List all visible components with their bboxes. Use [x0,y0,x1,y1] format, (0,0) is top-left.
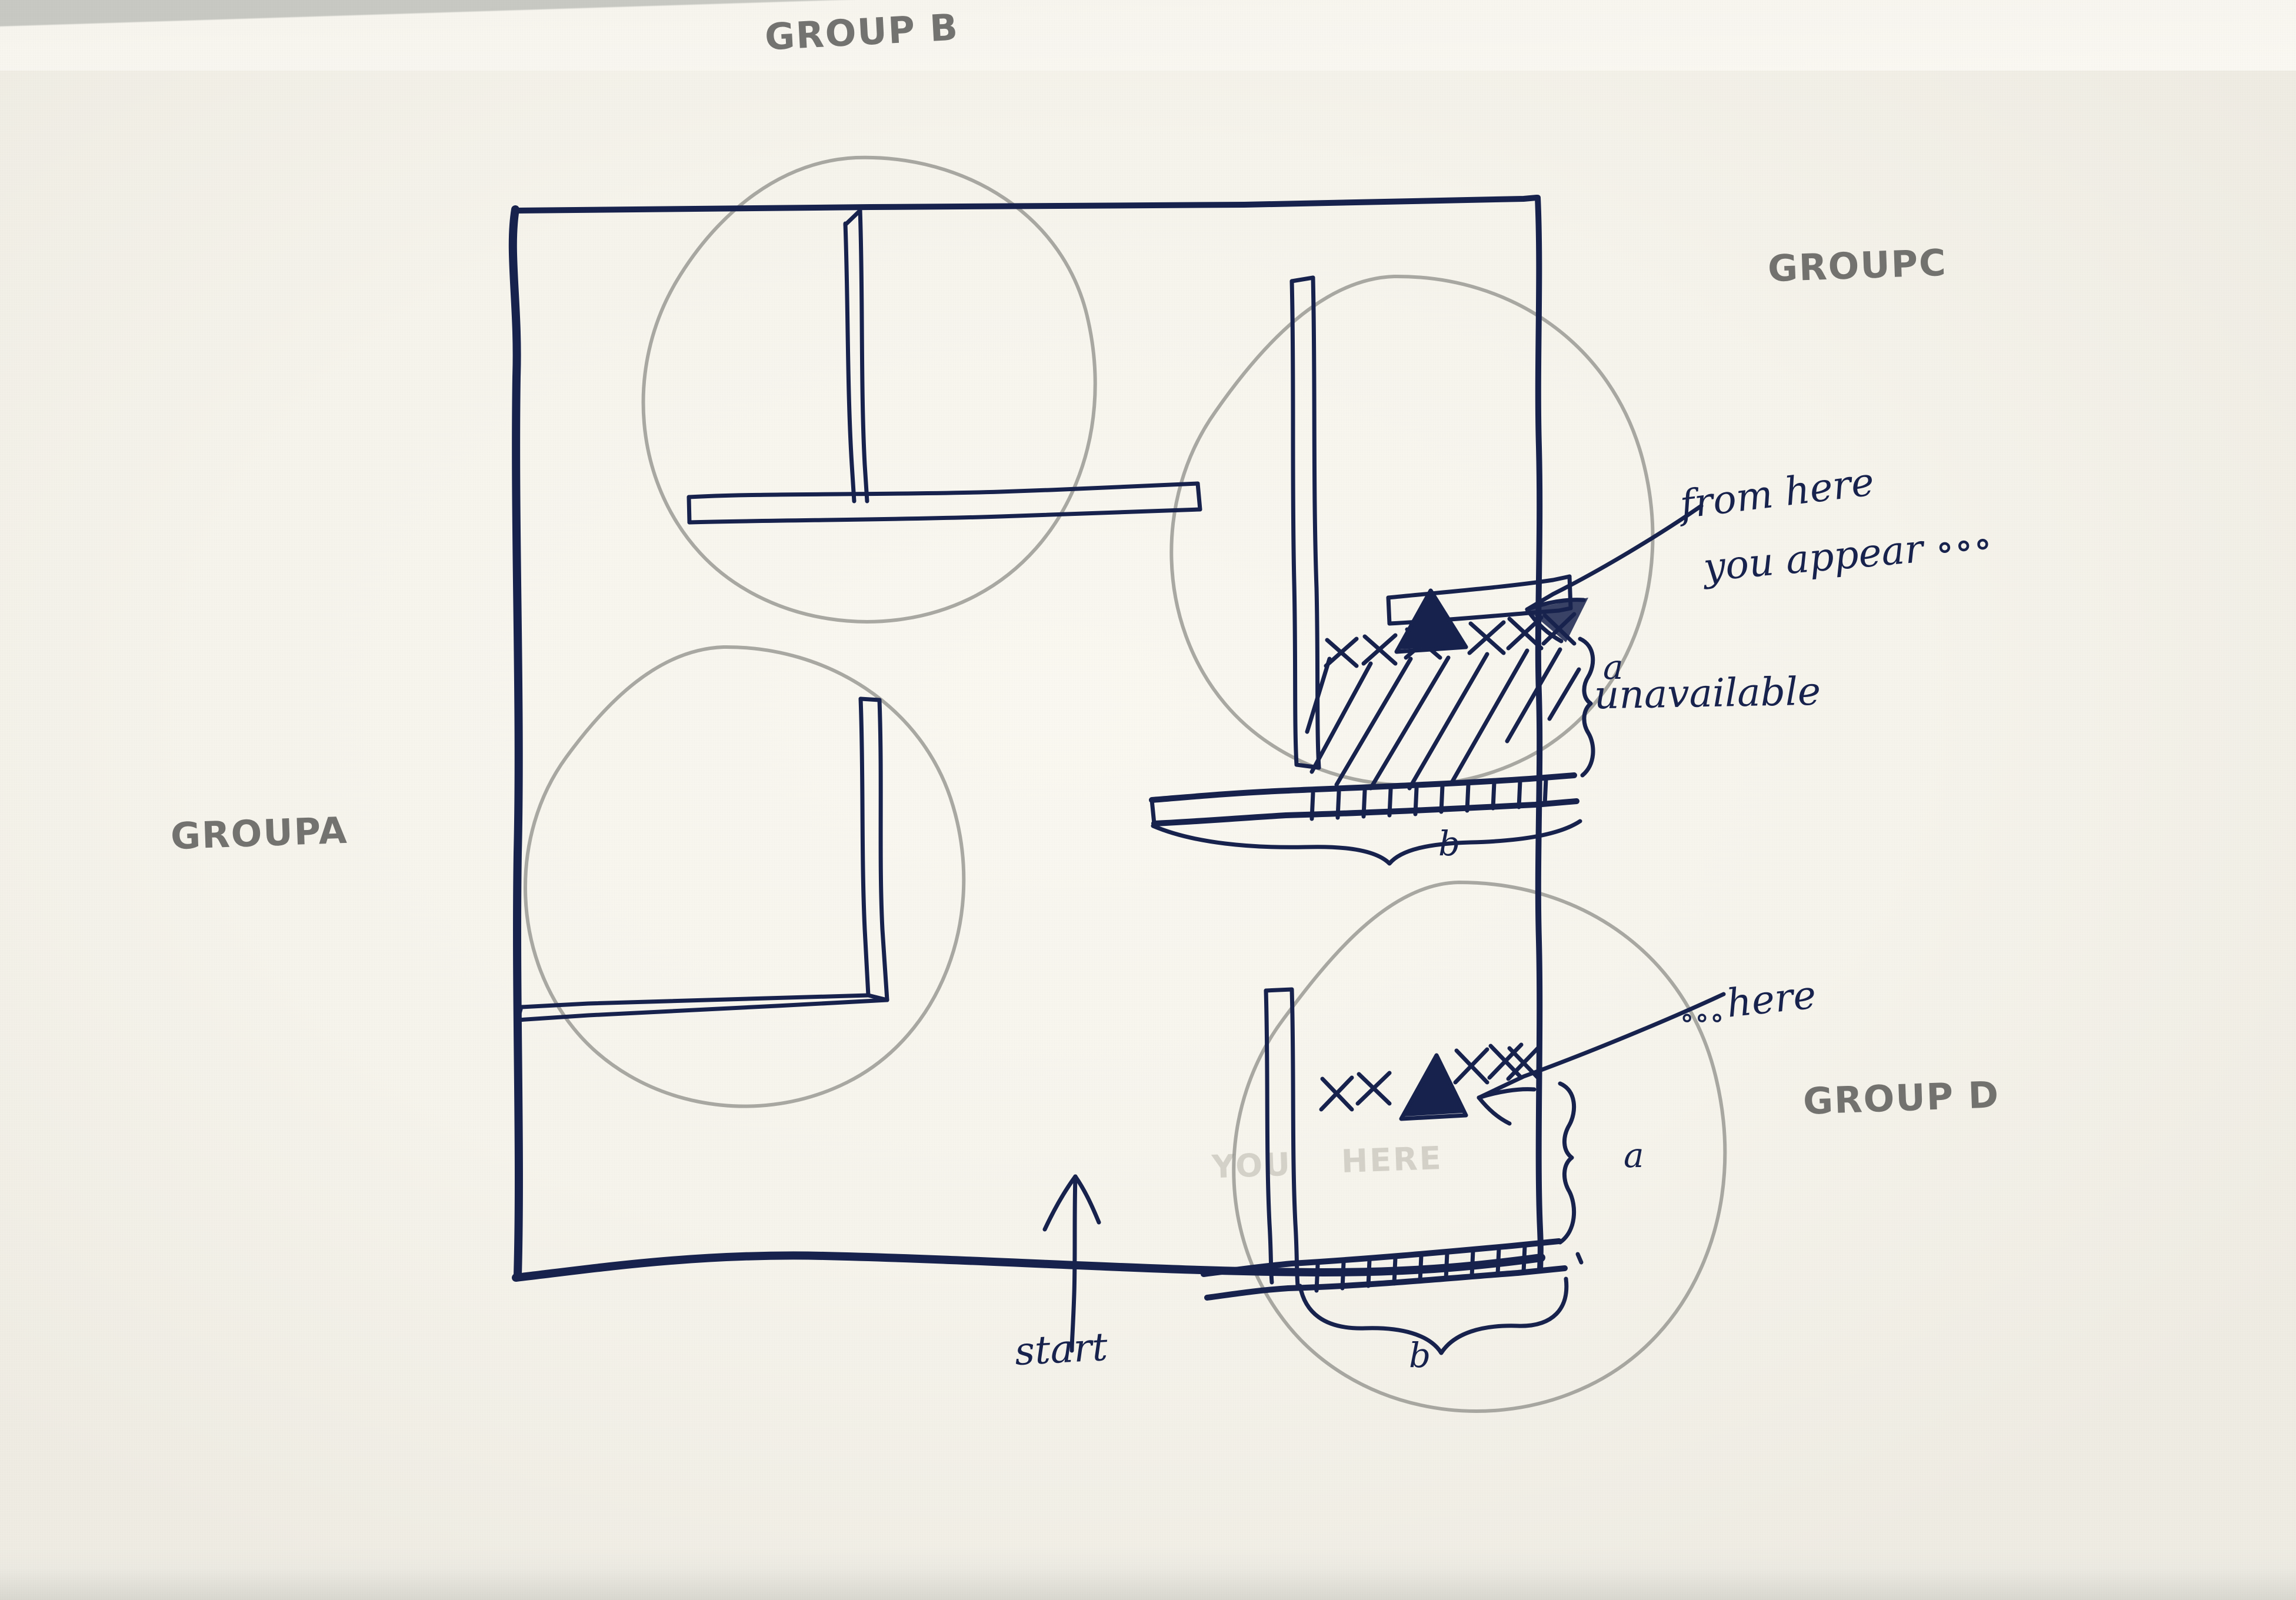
paper-bottom-edge [0,1547,2296,1600]
label-group-a: GROUPA [169,808,349,858]
annotation-dots-here: ∘∘∘ [1679,1000,1725,1035]
start-arrow [1042,1174,1101,1353]
brace-a-group-d [1558,1081,1584,1265]
pencil-circle-group-b [641,155,1097,624]
leader-arrow-here [1477,992,1726,1126]
pencil-circle-group-a [523,645,966,1108]
brace-b-group-c [1151,819,1582,866]
annotation-unavailable: unavailable [1594,668,1821,718]
annotation-start: start [1014,1324,1109,1375]
pencil-circle-group-c [1169,274,1655,787]
stair-group-c [1149,772,1579,826]
label-a-group-c: a [1603,647,1624,687]
brace-b-group-d [1298,1276,1569,1355]
label-group-d: GROUP D [1802,1073,2001,1123]
wall-group-d-vertical [1264,987,1300,1288]
brace-a-group-c [1578,636,1595,778]
crowd-row-group-d [1319,1042,1541,1121]
outer-room-outline [508,195,1545,1282]
annotation-here: here [1724,972,1818,1026]
wall-group-a-L [515,696,889,1022]
pencil-circle-group-d [1232,880,1727,1413]
label-b-group-c: b [1438,824,1461,864]
label-a-group-d: a [1624,1135,1644,1175]
paper-top-edge [0,0,2296,71]
wall-group-c-vertical [1289,275,1321,770]
stair-group-d [1201,1238,1568,1301]
hatched-area-group-c [1305,647,1581,791]
wall-group-b-T [687,207,1202,525]
label-b-group-d: b [1409,1335,1431,1375]
label-group-c: GROUPC [1767,241,1948,291]
leader-arrow-from-here [1525,504,1704,644]
